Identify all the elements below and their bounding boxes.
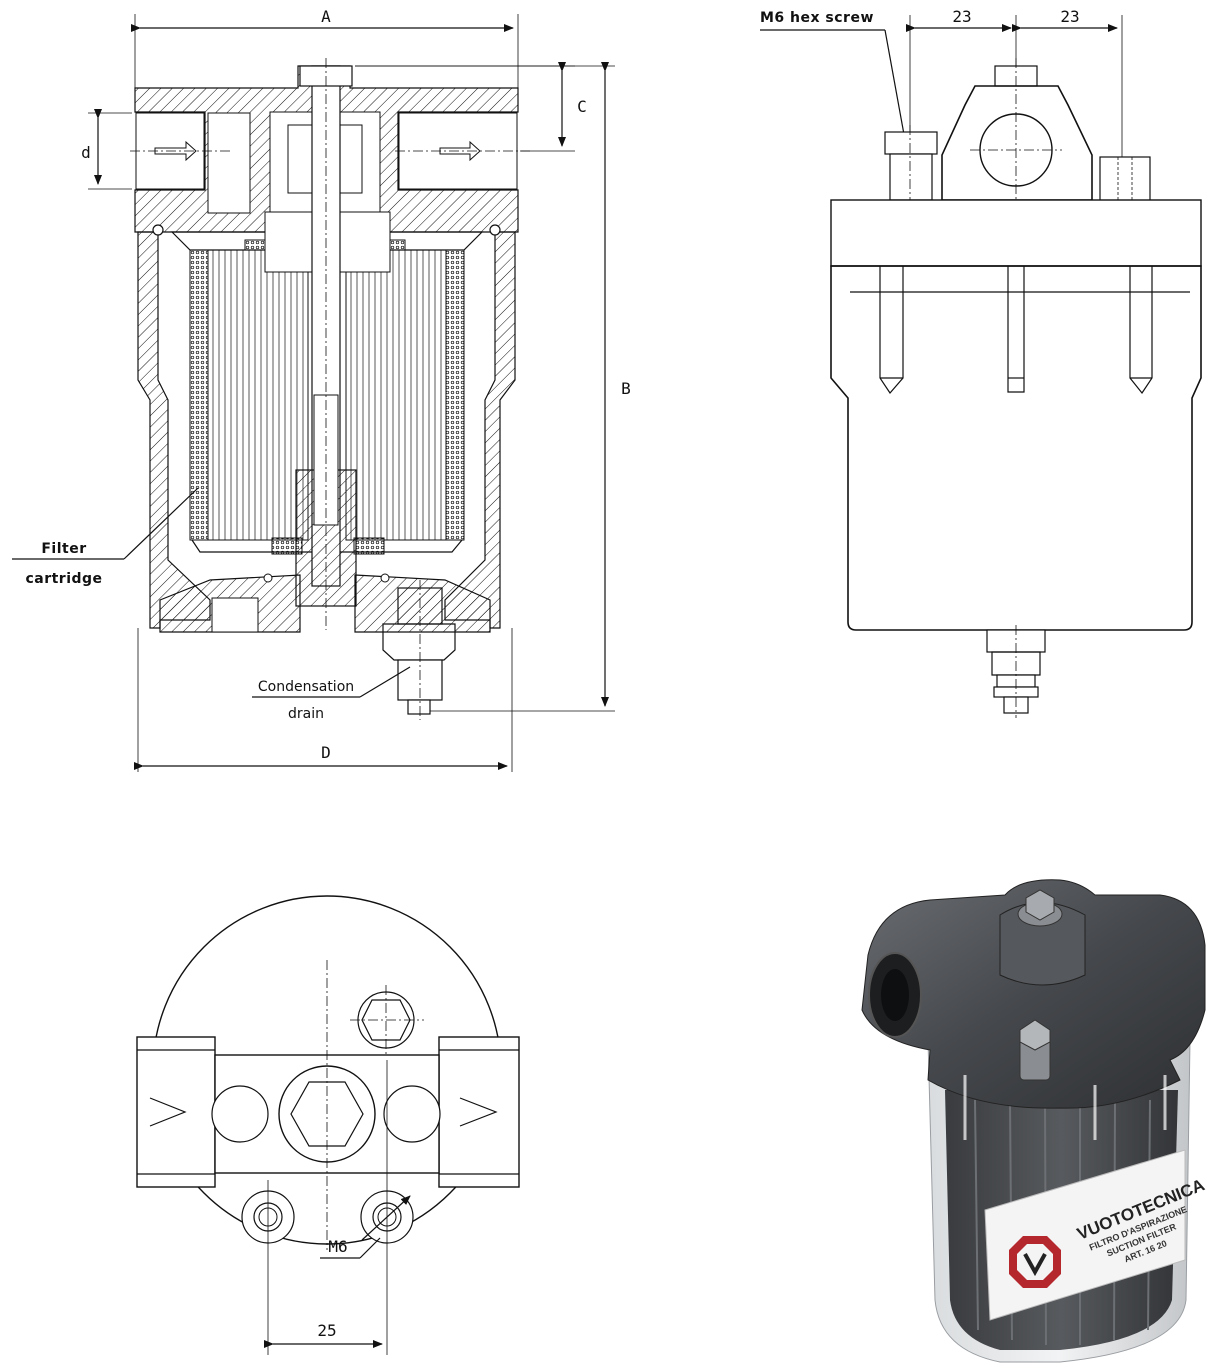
dim-A-label: A: [321, 7, 331, 26]
dim-d-label: d: [81, 143, 91, 162]
head-flange: [830, 199, 1202, 267]
cartridge-left-mesh: [189, 249, 209, 541]
dim-D-label: D: [321, 743, 331, 762]
side-view: M6 hex screw 23 23: [760, 7, 1202, 718]
cartridge-pleats-left: [207, 249, 309, 541]
dim-B-label: B: [621, 379, 631, 398]
label-drain-line1: Condensation: [258, 679, 354, 695]
dim-25-label: 25: [317, 1321, 336, 1340]
section-view: A d C B: [12, 7, 631, 772]
center-hex-nut: [290, 1081, 364, 1147]
label-m6-thread: M6: [328, 1237, 347, 1256]
label-filter-line1: Filter: [41, 541, 86, 557]
photo-head: [861, 879, 1206, 1109]
dim-23-right: 23: [1060, 7, 1079, 26]
top-view: M6 25: [136, 895, 520, 1355]
inlet-boss: [136, 1036, 216, 1188]
product-photo: VUOTOTECNICA FILTRO D'ASPIRAZIONE SUCTIO…: [861, 879, 1207, 1363]
label-filter-line2: cartridge: [25, 571, 102, 587]
dim-23-left: 23: [952, 7, 971, 26]
label-drain-line2: drain: [288, 706, 324, 722]
outlet-boss: [438, 1036, 520, 1188]
cartridge-pleats-right: [345, 249, 447, 541]
label-m6-hex-screw: M6 hex screw: [760, 10, 874, 26]
side-bowl: [830, 265, 1202, 631]
dim-C-label: C: [577, 97, 587, 116]
cartridge-right-mesh: [445, 249, 465, 541]
